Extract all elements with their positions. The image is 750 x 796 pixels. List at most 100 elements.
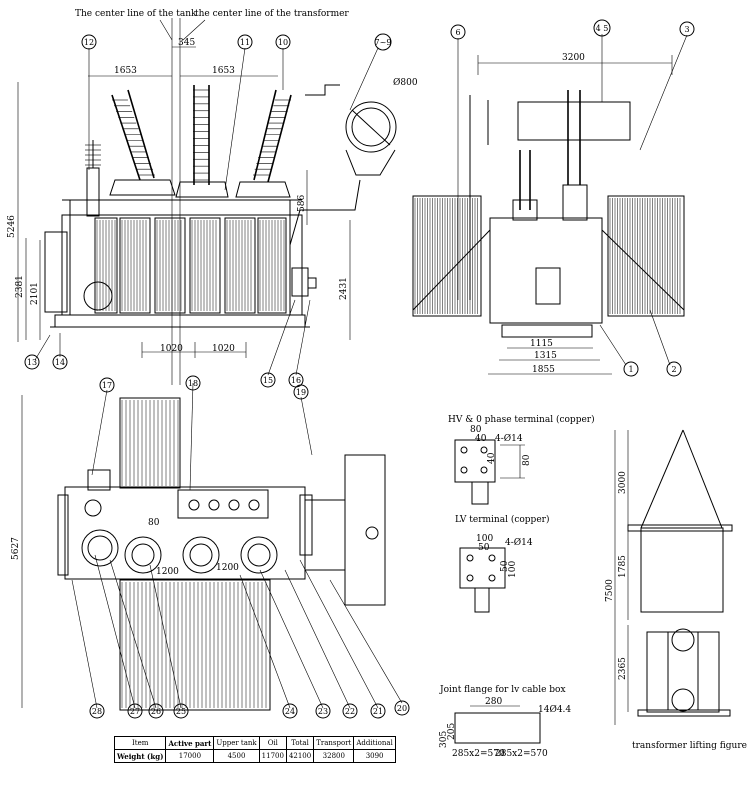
lv-dim-holes: 4-Ø14: [505, 537, 533, 548]
lift-dim-1785: 1785: [618, 555, 628, 578]
value-upper-tank: 4500: [213, 749, 260, 763]
dim-1653-right: 1653: [212, 66, 235, 76]
hv-dim-80b: 80: [522, 454, 532, 466]
dim-1653-left: 1653: [114, 66, 137, 76]
callout-label: 18: [188, 379, 198, 388]
callout-label: 11: [240, 38, 250, 47]
transformer-centerline-caption: the center line of the transformer: [195, 9, 349, 19]
callout-circle: [679, 21, 695, 37]
lv-dim-100: 100: [476, 534, 493, 544]
callout-label: 26: [151, 707, 161, 716]
callout-circle: [282, 703, 298, 719]
lift-dim-2365: 2365: [618, 657, 628, 680]
flange-dim-205: 205: [447, 723, 457, 740]
callout-circle: [275, 34, 291, 50]
lv-dim-100b: 100: [508, 561, 518, 578]
row-label: Weight (kg): [113, 749, 167, 763]
callout-label: 19: [296, 388, 306, 397]
header-active-part: Active part: [165, 736, 215, 750]
hv-dim-holes: 4-Ø14: [495, 433, 523, 444]
callout-circle: [52, 354, 68, 370]
dim-2101: 2101: [30, 282, 40, 305]
value-oil: 11700: [258, 749, 287, 763]
lv-dim-50: 50: [478, 543, 490, 553]
callout-label: 27: [130, 707, 140, 716]
callout-label: 15: [263, 376, 273, 385]
callout-circle: [394, 700, 410, 716]
dim-800: Ø800: [393, 77, 418, 88]
weight-table-row: Weight (kg) 17000 4500 11700 42100 32800…: [113, 749, 396, 763]
dim-5627: 5627: [11, 537, 21, 560]
callout-label: 24: [285, 707, 295, 716]
callout-label: 3: [684, 25, 689, 34]
callout-label: 4 5: [596, 24, 609, 33]
callout-circle: [623, 361, 639, 377]
callout-label: 7~9: [375, 38, 392, 47]
callout-label: 25: [176, 707, 186, 716]
lv-terminal-caption: LV terminal (copper): [455, 514, 549, 525]
side-view: 3200 1115 1315 1855: [412, 53, 685, 375]
front-radiators: [94, 217, 287, 314]
header-transport: Transport: [313, 736, 355, 750]
lift-dim-7500: 7500: [605, 579, 615, 602]
value-active-part: 17000: [165, 749, 215, 763]
callout-label: 21: [373, 707, 383, 716]
hv-bushings: [111, 85, 292, 185]
front-view: The center line of the tank the center l…: [7, 9, 418, 385]
dim-1200-a: 1200: [156, 567, 179, 577]
weight-table: Item Active part Upper tank Oil Total Tr…: [113, 736, 396, 763]
header-item: Item: [113, 736, 167, 750]
hv-dim-40b: 40: [487, 452, 497, 464]
callout-circle: [185, 375, 201, 391]
joint-flange-detail: Joint flange for lv cable box 280 14Ø4.4…: [439, 685, 571, 759]
callout-label: 16: [291, 376, 301, 385]
dim-345: 345: [178, 38, 195, 48]
header-oil: Oil: [258, 736, 287, 750]
flange-dim-305: 305: [439, 731, 449, 748]
hv-terminal-caption: HV & 0 phase terminal (copper): [448, 414, 595, 425]
callout-circle: [148, 703, 164, 719]
lifting-figure: 3000 7500 1785 2365 transformer lifting …: [605, 429, 747, 751]
callout-label: 6: [455, 28, 460, 37]
callout-circle: [81, 34, 97, 50]
header-total: Total: [285, 736, 315, 750]
callout-label: 10: [278, 38, 288, 47]
hv-dim-40: 40: [475, 434, 487, 444]
dim-586: 586: [297, 195, 307, 212]
joint-flange-caption: Joint flange for lv cable box: [439, 685, 566, 695]
flange-dim-285a: 285x2=570: [452, 749, 505, 759]
callout-circle: [450, 24, 466, 40]
callout-circle: [260, 372, 276, 388]
callout-label: 20: [397, 704, 407, 713]
hv-dim-80: 80: [470, 425, 482, 435]
dim-2431: 2431: [339, 277, 349, 300]
callout-circle: [370, 703, 386, 719]
callout-circle: [89, 703, 105, 719]
callout-circle: [315, 703, 331, 719]
dim-1315: 1315: [534, 351, 557, 361]
callout-circle: [99, 377, 115, 393]
hv-terminal-detail: HV & 0 phase terminal (copper) 80 40 4-Ø…: [448, 414, 595, 505]
callout-circle: [593, 19, 611, 37]
lifting-caption: transformer lifting figure: [632, 741, 747, 751]
callout-circle: [24, 354, 40, 370]
header-additional: Additional: [353, 736, 396, 750]
dim-5246: 5246: [7, 215, 17, 238]
dim-1020-b: 1020: [212, 344, 235, 354]
callout-circle: [293, 384, 309, 400]
dim-3200: 3200: [562, 53, 585, 63]
callout-label: 22: [345, 707, 355, 716]
dim-1020-a: 1020: [160, 344, 183, 354]
callout-circle: [342, 703, 358, 719]
dim-1115: 1115: [530, 339, 553, 349]
callout-label: 2: [671, 365, 676, 374]
callout-leaders: [34, 34, 688, 709]
lv-dim-50b: 50: [500, 560, 510, 572]
plan-view: 5627 80 1200 1200: [11, 395, 386, 711]
lift-dim-3000: 3000: [618, 471, 628, 494]
dim-80-top: 80: [148, 518, 160, 528]
value-total: 42100: [285, 749, 315, 763]
callout-label: 28: [92, 707, 102, 716]
